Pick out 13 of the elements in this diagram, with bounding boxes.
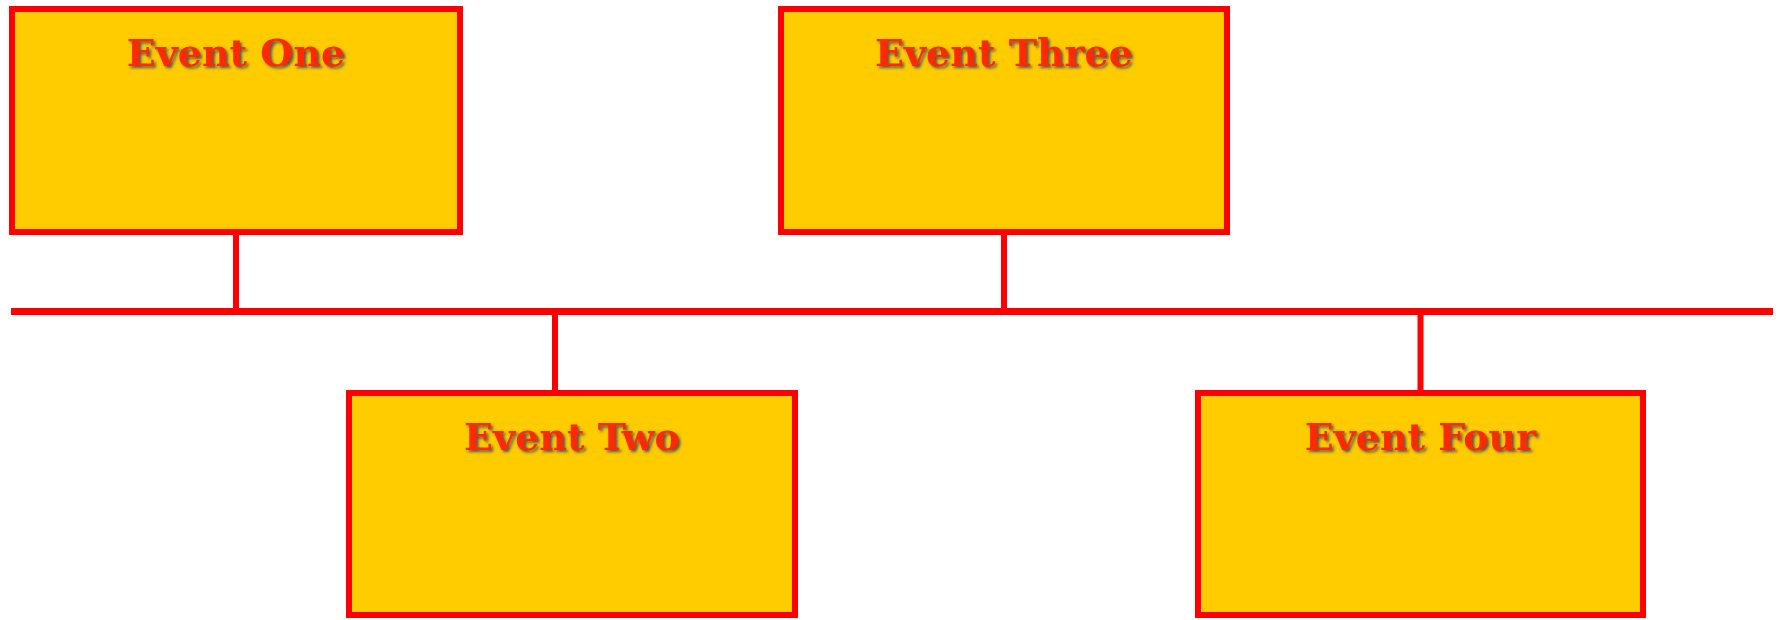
event-title: Event Three: [875, 30, 1133, 75]
event-box: [1195, 390, 1646, 618]
event-box: [778, 6, 1230, 235]
connector-line: [1417, 315, 1424, 390]
event-box: [346, 390, 798, 618]
event-title: Event One: [126, 30, 346, 75]
connector-line: [552, 315, 558, 390]
timeline-bar: [11, 308, 1773, 315]
event-box: [9, 6, 463, 235]
event-title: Event Two: [464, 414, 680, 459]
connector-line: [233, 235, 239, 308]
event-title: Event Four: [1304, 414, 1537, 459]
connector-line: [1001, 235, 1007, 308]
